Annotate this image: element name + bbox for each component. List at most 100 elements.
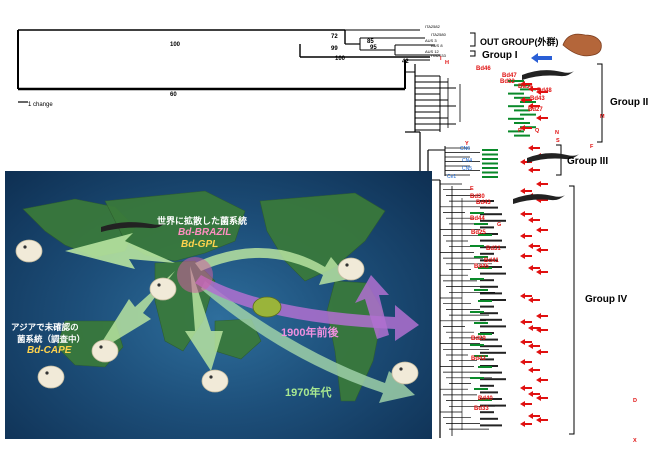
lineage-letter: I: [440, 56, 442, 62]
outgroup-taxon-label: AUS 8: [431, 43, 443, 48]
taxon-label-stub-green: [470, 311, 484, 313]
taxon-label-stub: [480, 279, 494, 282]
bd-strain-label: Bd32: [500, 79, 515, 85]
taxon-label-stub: [480, 305, 494, 308]
outgroup-bracket: [470, 32, 476, 47]
lineage-letter: H: [445, 60, 449, 66]
taxon-label-stub-green: [470, 212, 484, 214]
bd-strain-label: Bd41: [484, 258, 499, 264]
frog-africa: [37, 365, 65, 389]
taxon-label-stub-green: [470, 278, 484, 280]
bd-strain-label: Bd47: [502, 73, 517, 79]
lineage-letter: X: [633, 438, 637, 444]
red-arrow-icon: [520, 125, 532, 131]
bd-strain-label: Bd43: [530, 96, 545, 102]
red-arrow-icon: [520, 233, 532, 239]
taxon-label-stub: [480, 226, 494, 229]
blue-strain-label: CN5: [462, 166, 472, 172]
bd-strain-label: Bd43: [476, 200, 491, 206]
red-arrow-icon: [536, 227, 548, 233]
taxon-label-stub-green: [514, 122, 530, 124]
taxon-label-stub-green: [478, 399, 492, 401]
taxon-label-stub-green: [508, 80, 524, 82]
group2-label: Group II: [610, 97, 649, 108]
red-arrow-icon: [536, 313, 548, 319]
taxon-label-stub-green: [478, 267, 492, 269]
taxon-label-stub: [480, 246, 506, 249]
salamander-illustration: [527, 153, 579, 163]
taxon-label-stub-green: [520, 113, 536, 116]
salamander-illustration: [513, 194, 565, 204]
taxon-label-stub-green: [470, 377, 484, 379]
scale-label: 1 change: [28, 102, 53, 108]
bd-strain-label: Bd40: [478, 396, 493, 402]
taxon-label-stub-green: [482, 149, 498, 151]
red-arrow-icon: [528, 391, 540, 397]
bd-strain-label: Bd33: [474, 406, 489, 412]
taxon-label-stub-green: [514, 109, 530, 112]
taxon-label-stub: [480, 371, 502, 374]
support-value: 95: [370, 45, 377, 51]
red-arrow-icon: [528, 86, 540, 92]
bd-strain-label: Bd45: [474, 264, 489, 270]
bd-strain-label: Bd29: [471, 336, 486, 342]
lineage-letter: Y: [465, 141, 469, 147]
red-arrow-icon: [520, 159, 532, 165]
taxon-label-stub-green: [520, 88, 536, 91]
blue-strain-label: Ce1: [447, 174, 456, 180]
frog-asia-eye: [157, 283, 161, 287]
group1-label: Group I: [482, 50, 518, 61]
taxon-label-stub-green: [508, 92, 524, 95]
bd-strain-label: Bd42: [471, 356, 486, 362]
year-1970-label: 1970年代: [285, 387, 332, 399]
taxon-label-stub: [480, 404, 506, 407]
spread-arrow: [195, 275, 419, 341]
red-arrow-icon: [528, 367, 540, 373]
red-arrow-icon: [528, 145, 540, 151]
red-arrow-icon: [520, 293, 532, 299]
taxon-label-stub: [480, 272, 506, 275]
bd-gpl-label: Bd-GPL: [181, 239, 219, 250]
red-arrow-icon: [520, 319, 532, 325]
frog-south-america: [391, 361, 419, 385]
asia-text-line2: 菌系統（調査中）: [17, 334, 86, 344]
taxon-label-stub: [480, 384, 494, 387]
salamander-illustration: [522, 70, 574, 80]
taxon-label-stub-green: [482, 167, 498, 169]
frog-africa-eye: [45, 371, 49, 375]
red-arrow-icon: [520, 401, 532, 407]
bd-cape-label: Bd-CAPE: [27, 345, 72, 356]
red-arrow-icon: [528, 243, 540, 249]
red-arrow-icon: [520, 359, 532, 365]
red-arrow-icon: [520, 253, 532, 259]
outgroup-taxon-label: AUS 3: [425, 38, 437, 43]
taxon-label-stub-green: [482, 171, 498, 174]
outgroup-taxon-label: AUS 12: [425, 49, 440, 54]
red-arrow-icon: [520, 421, 532, 427]
taxon-label-stub-green: [482, 176, 498, 178]
red-arrow-icon: [536, 115, 548, 121]
red-arrow-icon: [536, 349, 548, 355]
taxon-label-stub: [480, 411, 494, 414]
taxon-label-stub-green: [474, 223, 488, 225]
taxon-label-stub: [480, 312, 498, 315]
taxon-label-stub: [480, 239, 502, 242]
taxon-label-stub: [480, 325, 506, 328]
taxon-label-stub: [480, 345, 502, 348]
taxon-label-stub: [480, 299, 506, 301]
bd-strain-label: Bd27: [528, 107, 543, 113]
blue-strain-label: CN6: [460, 146, 470, 152]
spread-arrow: [195, 247, 349, 285]
support-value: 99: [331, 46, 338, 52]
taxon-label-stub: [480, 285, 498, 288]
caecilian-illustration: [562, 33, 602, 57]
taxon-label-stub-green: [482, 153, 498, 156]
bd-strain-label: Bd34: [518, 84, 533, 90]
outgroup-taxon-label: ITA2582: [425, 24, 441, 29]
red-arrow-icon: [536, 377, 548, 383]
frog-australia-eye: [209, 375, 213, 379]
lineage-letter: P: [518, 128, 522, 134]
taxon-label-stub-green: [514, 134, 530, 137]
support-value: 72: [331, 34, 338, 40]
support-value: 100: [335, 56, 346, 62]
